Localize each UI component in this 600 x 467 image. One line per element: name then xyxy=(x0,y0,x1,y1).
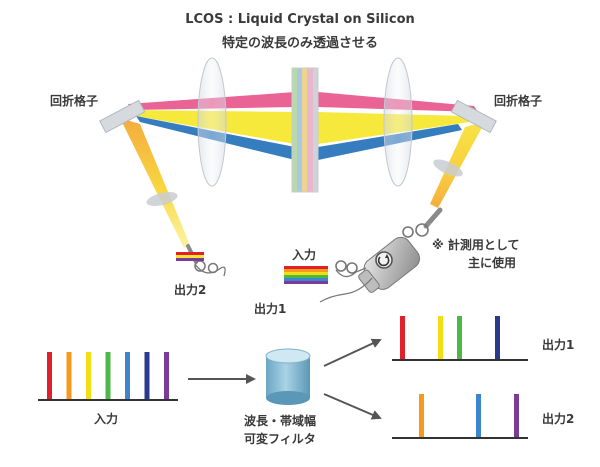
output2-top-label: 出力2 xyxy=(174,283,207,297)
grating-right xyxy=(450,99,497,134)
filter-cylinder-icon xyxy=(265,348,311,405)
output1-bottom-label: 出力1 xyxy=(542,338,575,352)
output2-bar-violet xyxy=(514,394,519,437)
diagram-subtitle: 特定の波長のみ透過させる xyxy=(221,36,378,51)
lcos-layer-1 xyxy=(292,68,297,192)
grating-right-label: 回折格子 xyxy=(494,94,543,108)
circulator xyxy=(319,207,443,303)
note-line-2: 主に使用 xyxy=(468,256,517,270)
arrow-to-output1 xyxy=(323,338,382,367)
input-bar-violet xyxy=(164,352,169,399)
beam-fan-right xyxy=(430,122,485,208)
output1-spectrum-chart xyxy=(400,316,500,359)
filter-label-line-2: 可変フィルタ xyxy=(244,432,316,446)
input-spectrum-chart xyxy=(47,352,169,399)
output1-top-label: 出力1 xyxy=(254,302,287,316)
arrow-to-output2 xyxy=(323,393,382,420)
lens-left xyxy=(197,57,227,187)
output1-bar-yellow xyxy=(438,316,443,359)
diagram-title: LCOS : Liquid Crystal on Silicon xyxy=(185,12,415,27)
output2-bottom-label: 出力2 xyxy=(542,412,575,426)
input-bar-blue xyxy=(125,352,130,399)
input-bar-orange xyxy=(66,352,72,399)
input-bar-green xyxy=(105,352,111,399)
output2-strip xyxy=(176,252,204,261)
small-lens-right xyxy=(433,159,463,177)
output2-spectrum-chart xyxy=(419,394,519,437)
lcos-frame xyxy=(291,67,319,193)
input-bar-indigo xyxy=(144,352,150,399)
filter-label-line-1: 波長・帯域幅 xyxy=(244,414,317,428)
output1-bar-red xyxy=(400,316,405,359)
note-line-1: ※ 計測用として xyxy=(432,238,520,252)
input-bar-red xyxy=(47,352,52,399)
input-spectrum-strip xyxy=(284,266,328,284)
output2-bar-blue xyxy=(476,394,481,437)
output1-bar-indigo xyxy=(495,316,500,359)
beam-fan-left xyxy=(120,118,190,248)
lcos-panel xyxy=(291,67,319,193)
lcos-layer-2 xyxy=(297,68,302,192)
input-top-label: 入力 xyxy=(292,248,317,262)
input-bar-yellow xyxy=(86,352,91,399)
small-lens-left xyxy=(146,192,178,206)
lcos-layer-4 xyxy=(307,68,313,192)
grating-left xyxy=(99,99,146,134)
output1-bar-green xyxy=(457,316,462,359)
output2-bar-orange xyxy=(419,394,424,437)
grating-left-label: 回折格子 xyxy=(50,94,99,108)
lcos-layer-3 xyxy=(302,68,307,192)
lcos-layer-5 xyxy=(313,68,318,192)
input-bottom-label: 入力 xyxy=(94,412,119,426)
lens-right xyxy=(383,57,413,187)
